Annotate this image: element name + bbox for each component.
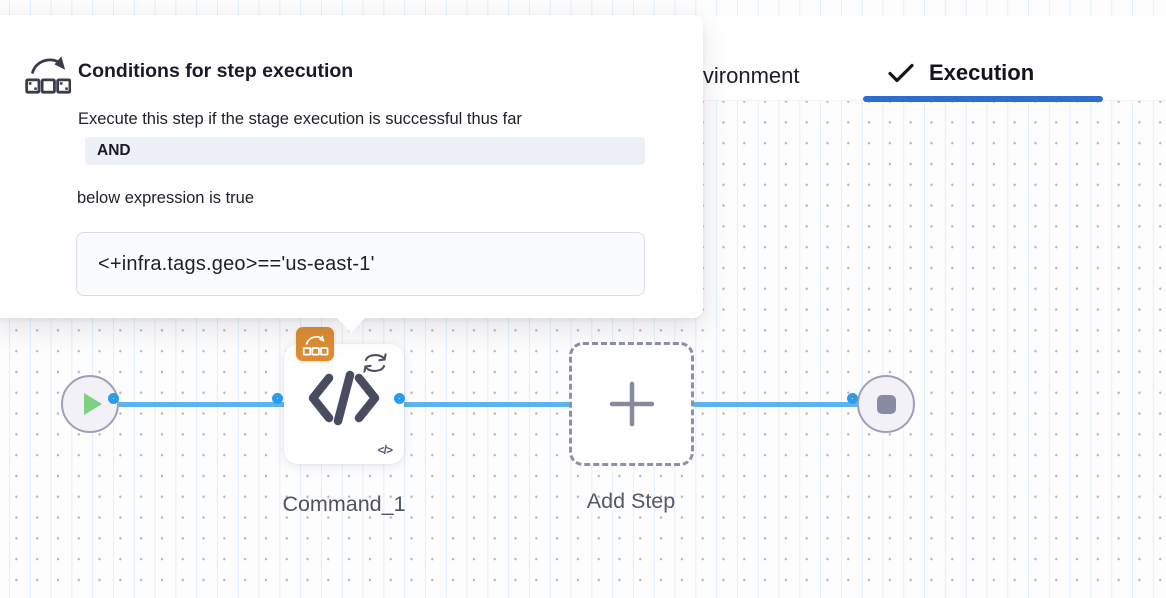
- stop-icon: [876, 394, 896, 414]
- plus-icon: [609, 381, 654, 427]
- play-icon: [84, 393, 102, 415]
- popover-title: Conditions for step execution: [78, 60, 354, 82]
- code-icon: [307, 370, 381, 426]
- tab-execution[interactable]: Execution: [888, 60, 1034, 86]
- connector-port[interactable]: [108, 393, 119, 404]
- expression-intro: below expression is true: [77, 189, 255, 207]
- mini-code-icon: </>: [377, 443, 393, 457]
- pipeline-end-node: [857, 375, 915, 433]
- popover-description: Execute this step if the stage execution…: [78, 110, 522, 128]
- check-icon: [888, 63, 914, 83]
- loop-icon: [360, 350, 390, 376]
- tab-execution-label: Execution: [929, 60, 1035, 85]
- add-step-label: Add Step: [586, 489, 676, 513]
- connector-port[interactable]: [394, 393, 405, 404]
- connector-port[interactable]: [847, 393, 858, 404]
- step-label: Command_1: [282, 492, 406, 516]
- active-tab-underline: [863, 96, 1103, 102]
- conditional-execution-badge[interactable]: [296, 327, 334, 361]
- pipeline-connector-line: [119, 402, 858, 407]
- conditional-execution-icon: [24, 51, 71, 96]
- connector-port[interactable]: [272, 393, 283, 404]
- add-step-button[interactable]: [569, 342, 694, 466]
- pipeline-start-node: [61, 375, 119, 433]
- operator-badge: AND: [85, 137, 645, 165]
- expression-value: <+infra.tags.geo>=='us-east-1': [76, 232, 645, 296]
- conditions-popover: Conditions for step execution Execute th…: [0, 15, 703, 318]
- step-node-command-1[interactable]: </>: [284, 344, 404, 464]
- popover-pointer: [336, 317, 366, 333]
